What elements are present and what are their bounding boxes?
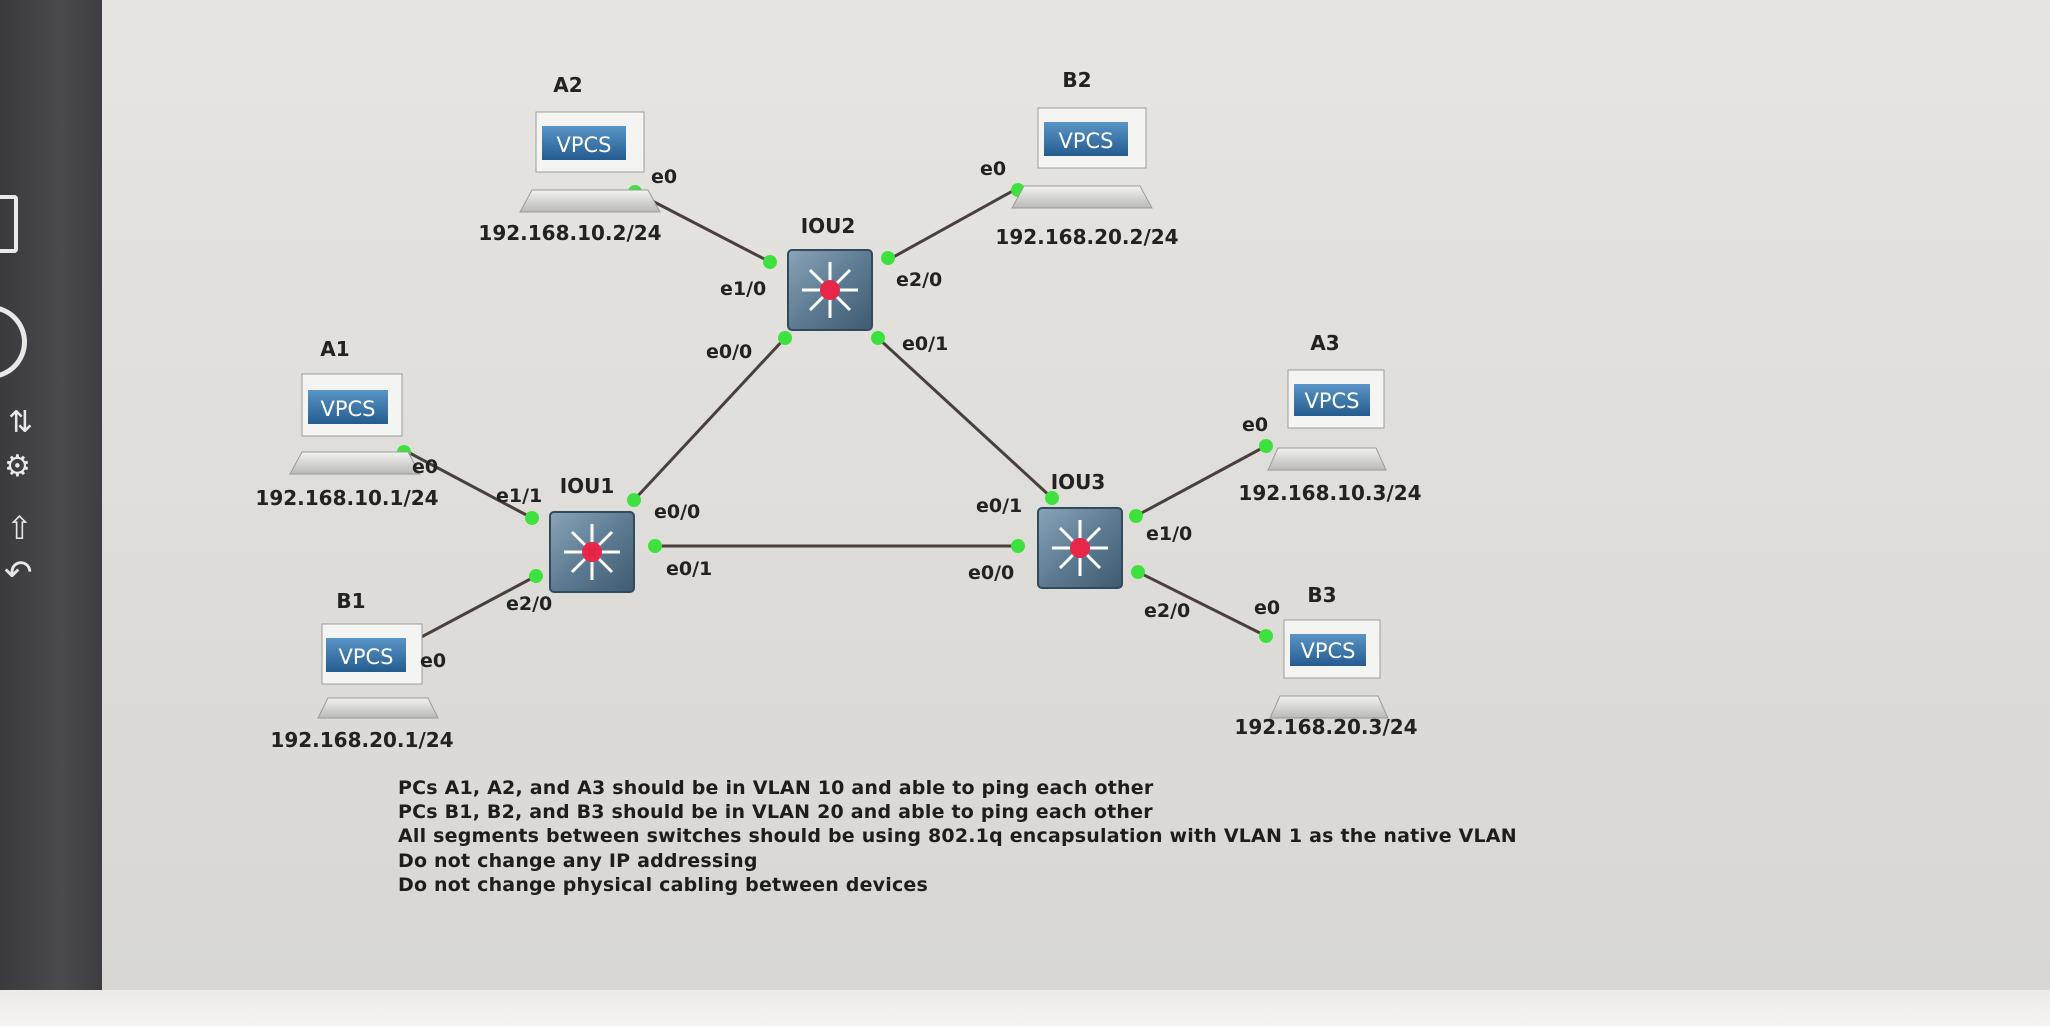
dot-iou1-e0-0 — [627, 493, 641, 507]
dot-iou3-e0-1 — [1045, 491, 1059, 505]
device-name-b2: B2 — [1062, 68, 1091, 92]
upload-icon[interactable]: ⇧ — [6, 509, 33, 547]
undo-icon[interactable]: ↶ — [4, 553, 33, 593]
iface-iou2-e0-1: e0/1 — [902, 333, 948, 355]
dot-iou1-e0-1 — [648, 539, 662, 553]
device-name-a1: A1 — [320, 337, 349, 361]
dot-iou3-e2-0 — [1131, 565, 1145, 579]
iface-iou3-e2-0: e2/0 — [1144, 600, 1190, 622]
iface-iou2-e0-0: e0/0 — [706, 341, 752, 363]
dot-iou2-e0-0 — [778, 331, 792, 345]
vpcs-badge: VPCS — [556, 133, 611, 157]
ip-b2: 192.168.20.2/24 — [995, 225, 1178, 249]
iface-iou2-e2-0: e2/0 — [896, 269, 942, 291]
left-dock: ⇅ ⚙ ⇧ ↶ — [0, 0, 102, 1000]
link-iou2-iou3[interactable] — [876, 336, 1054, 500]
iface-iou1-e0-1: e0/1 — [666, 558, 712, 580]
dot-iou1-e1-1 — [525, 511, 539, 525]
vpcs-badge: VPCS — [320, 397, 375, 421]
cables — [403, 186, 1267, 644]
iface-iou3-e0-1: e0/1 — [976, 495, 1022, 517]
device-name-a3: A3 — [1310, 331, 1339, 355]
iface-iou3-e0-0: e0/0 — [968, 562, 1014, 584]
vpcs-badge: VPCS — [1300, 639, 1355, 663]
switch-iou1[interactable] — [549, 511, 635, 593]
iface-iou1-e2-0: e2/0 — [506, 593, 552, 615]
swap-icon[interactable]: ⇅ — [8, 405, 34, 440]
iface-b3-e0: e0 — [1254, 597, 1280, 619]
device-name-iou1: IOU1 — [560, 474, 615, 498]
device-name-iou3: IOU3 — [1051, 470, 1106, 494]
ip-a1: 192.168.10.1/24 — [255, 486, 438, 510]
link-b2-iou2[interactable] — [887, 186, 1019, 262]
device-name-b3: B3 — [1307, 583, 1336, 607]
link-a2-iou2[interactable] — [634, 190, 771, 264]
vpcs-badge: VPCS — [1304, 389, 1359, 413]
bottom-edge — [0, 990, 2050, 1026]
link-b3-iou3[interactable] — [1137, 570, 1267, 638]
instruction-line: PCs A1, A2, and A3 should be in VLAN 10 … — [398, 777, 1154, 799]
instruction-line: All segments between switches should be … — [398, 825, 1517, 847]
vpcs-badge: VPCS — [1058, 129, 1113, 153]
dot-iou2-e1-0 — [763, 255, 777, 269]
iface-b2-e0: e0 — [980, 158, 1006, 180]
link-iou2-iou1[interactable] — [632, 336, 787, 502]
device-name-a2: A2 — [553, 73, 582, 97]
dot-iou1-e2-0 — [529, 569, 543, 583]
iface-b1-e0: e0 — [420, 650, 446, 672]
dot-iou2-e0-1 — [871, 331, 885, 345]
pc-a3[interactable]: VPCS — [1267, 369, 1387, 471]
link-a3-iou3[interactable] — [1135, 444, 1267, 518]
pc-b3[interactable]: VPCS — [1269, 619, 1389, 719]
dot-b3-e0 — [1259, 629, 1273, 643]
iface-a3-e0: e0 — [1242, 414, 1268, 436]
pc-a1[interactable]: VPCS — [289, 373, 421, 475]
iface-a1-e0: e0 — [412, 456, 438, 478]
iface-iou1-e1-1: e1/1 — [496, 485, 542, 507]
ip-b1: 192.168.20.1/24 — [270, 728, 453, 752]
window-icon[interactable] — [0, 195, 18, 253]
iface-iou2-e1-0: e1/0 — [720, 278, 766, 300]
instruction-line: PCs B1, B2, and B3 should be in VLAN 20 … — [398, 801, 1153, 823]
vpcs-badge: VPCS — [338, 645, 393, 669]
ip-a3: 192.168.10.3/24 — [1238, 481, 1421, 505]
dot-a3-e0 — [1259, 439, 1273, 453]
switch-iou3[interactable] — [1037, 507, 1123, 589]
instruction-line: Do not change any IP addressing — [398, 850, 758, 872]
ip-b3: 192.168.20.3/24 — [1234, 715, 1417, 739]
iface-iou3-e1-0: e1/0 — [1146, 523, 1192, 545]
pc-a2[interactable]: VPCS — [519, 111, 661, 213]
switch-iou2[interactable] — [787, 249, 873, 331]
pc-b2[interactable]: VPCS — [1011, 107, 1153, 209]
pc-b1[interactable]: VPCS — [317, 623, 439, 719]
dot-iou3-e0-0 — [1011, 539, 1025, 553]
instruction-line: Do not change physical cabling between d… — [398, 874, 929, 896]
dot-iou3-e1-0 — [1129, 509, 1143, 523]
iface-a2-e0: e0 — [651, 166, 677, 188]
link-b1-iou1[interactable] — [411, 574, 537, 644]
dot-iou2-e2-0 — [881, 251, 895, 265]
device-name-iou2: IOU2 — [801, 214, 856, 238]
iface-iou1-e0-0: e0/0 — [654, 501, 700, 523]
device-name-b1: B1 — [336, 589, 365, 613]
ip-a2: 192.168.10.2/24 — [478, 221, 661, 245]
link-a1-iou1[interactable] — [403, 448, 533, 520]
settings-icon[interactable]: ⚙ — [4, 449, 31, 484]
